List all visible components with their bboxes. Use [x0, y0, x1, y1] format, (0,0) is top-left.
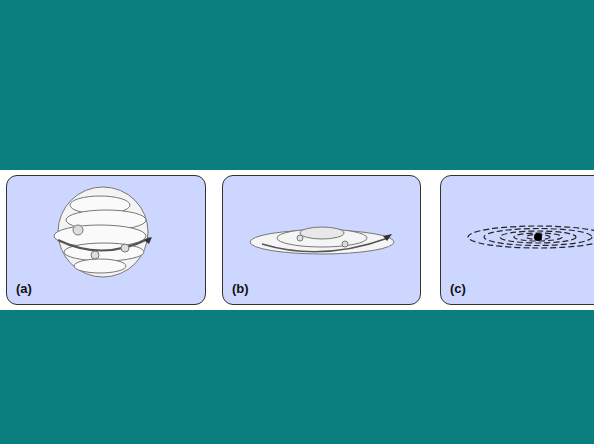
flattened-disk [250, 227, 394, 254]
panel-label: (a) [16, 281, 32, 296]
sun-dot [534, 233, 542, 241]
orbit-rings [468, 226, 594, 248]
spherical-cloud [54, 187, 152, 277]
figure-panel: (c) [440, 175, 594, 305]
panel-label: (c) [450, 281, 466, 296]
panel-label: (b) [232, 281, 249, 296]
